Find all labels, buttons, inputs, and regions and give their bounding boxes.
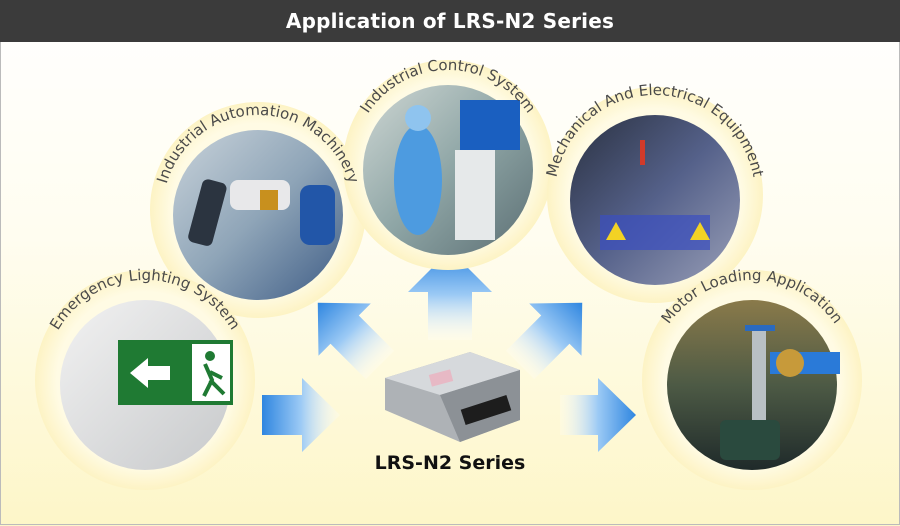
app-mechanical-electrical (547, 87, 763, 303)
arrows (262, 250, 636, 452)
title-text: Application of LRS-N2 Series (285, 9, 615, 33)
arrow-up-left (317, 302, 395, 380)
arrow-up-right (505, 302, 583, 380)
arrow-left (262, 378, 340, 452)
page-title: Application of LRS-N2 Series (0, 0, 900, 42)
app-motor-loading (642, 270, 862, 490)
app-industrial-automation (150, 102, 366, 318)
app-industrial-control (343, 60, 553, 270)
lrs-n2-product-image (385, 352, 520, 442)
app-emergency-lighting (35, 270, 255, 490)
arrow-right (560, 378, 636, 452)
product-label: LRS-N2 Series (374, 452, 526, 474)
robot-arm-photo (173, 130, 343, 300)
machinery-photo (570, 115, 740, 285)
arrow-up (408, 250, 492, 340)
